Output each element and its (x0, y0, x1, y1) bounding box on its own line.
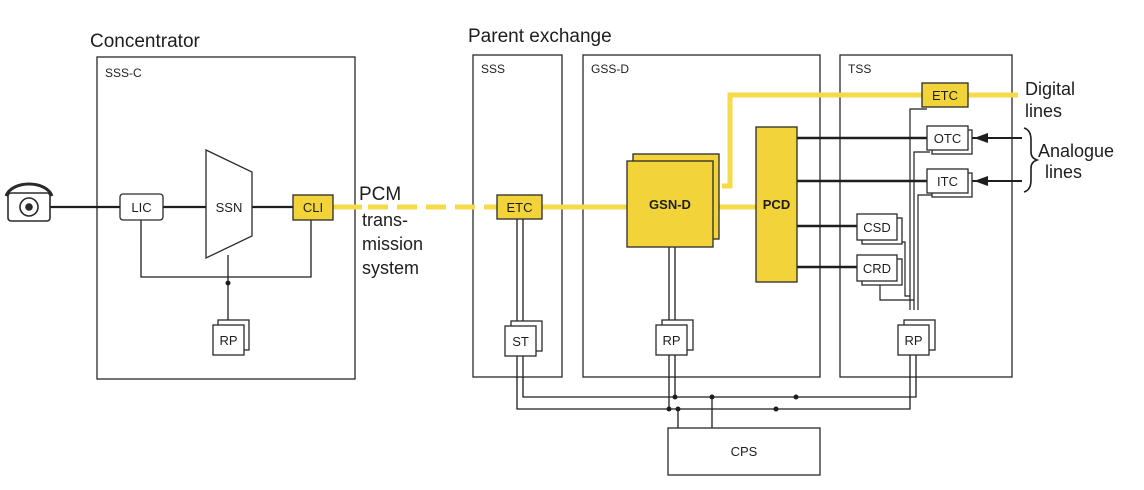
rp-tss-label: RP (904, 333, 922, 348)
gsn-d-block: GSN-D (626, 153, 720, 248)
st-block: ST (504, 320, 543, 357)
lic-label: LIC (131, 200, 151, 215)
pcd-block: PCD (755, 126, 798, 283)
tss-label: TSS (848, 62, 871, 76)
etc-tss-block: ETC (921, 82, 969, 108)
rp-concentrator-label: RP (219, 333, 237, 348)
rp-gss-label: RP (662, 333, 680, 348)
cps-label: CPS (731, 444, 758, 459)
analogue-brace (1023, 127, 1040, 193)
concentrator-title: Concentrator (90, 31, 201, 52)
pcd-label: PCD (763, 197, 790, 212)
tss-frame: TSS (839, 54, 1013, 378)
itc-block: ITC (926, 168, 973, 198)
sss-c-frame: SSS-C (96, 56, 356, 380)
junction-dots (225, 280, 799, 412)
sss-c-label: SSS-C (105, 66, 142, 80)
etc-sss-label: ETC (507, 200, 533, 215)
itc-label: ITC (937, 174, 958, 189)
pcm-path (333, 92, 1018, 210)
digital-line-1: Digital (1025, 79, 1075, 99)
rp-concentrator-block: RP (212, 319, 250, 356)
etc-sss-block: ETC (496, 194, 543, 220)
pcm-line-1: PCM (359, 184, 401, 205)
gss-d-frame: GSS-D (582, 54, 821, 378)
parent-exchange-title: Parent exchange (468, 26, 612, 47)
digital-line-2: lines (1025, 101, 1062, 121)
pcm-line-2: trans- (362, 210, 408, 230)
lic-block: LIC (119, 193, 164, 221)
rp-tss-block: RP (897, 319, 936, 356)
analogue-line-2: lines (1045, 162, 1082, 182)
st-label: ST (512, 334, 529, 349)
pcm-line-3: mission (362, 234, 423, 254)
telephone-icon (4, 182, 54, 222)
otc-label: OTC (934, 131, 961, 146)
pcm-line-4: system (362, 258, 419, 278)
csd-label: CSD (863, 220, 890, 235)
csd-block: CSD (856, 213, 903, 245)
crd-label: CRD (863, 261, 891, 276)
signal-lines (50, 108, 1022, 428)
cli-block: CLI (292, 194, 334, 221)
etc-tss-label: ETC (932, 88, 958, 103)
digital-lines-annotation: Digital lines (1025, 79, 1075, 121)
pcm-annotation: PCM trans- mission system (359, 184, 423, 278)
ssn-label: SSN (216, 200, 243, 215)
crd-block: CRD (856, 254, 903, 286)
analogue-line-1: Analogue (1038, 141, 1114, 161)
cli-label: CLI (303, 200, 323, 215)
sss-label: SSS (481, 62, 505, 76)
cps-block: CPS (667, 427, 821, 476)
rp-gss-block: RP (655, 319, 694, 356)
analogue-lines-annotation: Analogue lines (1023, 127, 1114, 193)
analogue-arrows (974, 133, 988, 186)
gss-d-label: GSS-D (591, 62, 629, 76)
ssn-block: SSN (205, 148, 253, 260)
otc-block: OTC (926, 125, 973, 155)
gsn-d-label: GSN-D (649, 197, 691, 212)
